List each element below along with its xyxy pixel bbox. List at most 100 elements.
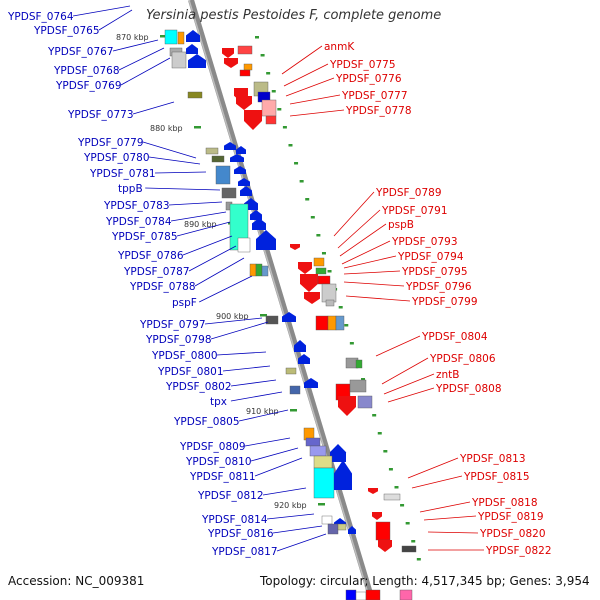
- gene-label-right[interactable]: YPDSF_0791: [381, 205, 448, 217]
- track-tick-mark: [255, 36, 259, 39]
- gene-label-right[interactable]: YPDSF_0813: [459, 453, 526, 465]
- track-tick-mark: [394, 486, 399, 489]
- gene-label-left[interactable]: YPDSF_0779: [77, 137, 144, 149]
- gene-label-left[interactable]: YPDSF_0780: [83, 152, 150, 164]
- label-leader-line: [176, 221, 231, 237]
- gene-label-left[interactable]: YPDSF_0764: [7, 11, 74, 23]
- gene-label-left[interactable]: YPDSF_0767: [47, 46, 114, 58]
- gene-label-right[interactable]: YPDSF_0818: [471, 497, 538, 509]
- gene-block: [327, 523, 339, 535]
- track-tick-mark: [310, 216, 315, 219]
- gene-label-left[interactable]: YPDSF_0798: [145, 334, 212, 346]
- gene-label-left[interactable]: YPDSF_0809: [179, 441, 246, 453]
- label-leader-line: [375, 335, 421, 357]
- gene-arrow: [298, 262, 312, 274]
- gene-label-left[interactable]: YPDSF_0817: [211, 546, 278, 558]
- gene-label-left[interactable]: pspF: [172, 297, 197, 309]
- kbp-scale-tick: [318, 503, 325, 506]
- gene-label-right[interactable]: pspB: [388, 219, 414, 231]
- label-leader-line: [170, 211, 227, 222]
- gene-label-right[interactable]: YPDSF_0819: [477, 511, 544, 523]
- gene-label-left[interactable]: YPDSF_0797: [139, 319, 206, 331]
- label-leader-line: [222, 365, 271, 372]
- gene-label-left[interactable]: YPDSF_0814: [201, 514, 268, 526]
- genome-backbone: [188, 0, 375, 600]
- gene-label-left[interactable]: YPDSF_0786: [117, 250, 184, 262]
- gene-arrow: [222, 48, 234, 58]
- gene-label-left[interactable]: YPDSF_0810: [185, 456, 252, 468]
- gene-label-right[interactable]: YPDSF_0777: [341, 90, 408, 102]
- gene-block: [309, 445, 327, 457]
- gene-label-right[interactable]: anmK: [324, 41, 355, 53]
- gene-block: [357, 395, 373, 409]
- gene-label-right[interactable]: YPDSF_0775: [329, 59, 396, 71]
- gene-label-right[interactable]: YPDSF_0799: [411, 296, 478, 308]
- gene-label-left[interactable]: YPDSF_0784: [105, 216, 172, 228]
- gene-label-left[interactable]: YPDSF_0781: [89, 168, 156, 180]
- track-tick-mark: [372, 414, 377, 417]
- gene-label-left[interactable]: YPDSF_0785: [111, 231, 178, 243]
- gene-label-left[interactable]: YPDSF_0816: [207, 528, 274, 540]
- label-leader-line: [343, 281, 405, 287]
- gene-label-left[interactable]: YPDSF_0800: [151, 350, 218, 362]
- gene-label-right[interactable]: YPDSF_0820: [479, 528, 546, 540]
- label-leader-line: [154, 171, 207, 174]
- gene-block: [237, 237, 251, 253]
- gene-arrow: [244, 110, 262, 130]
- label-leader-line: [339, 223, 387, 257]
- label-leader-line: [407, 457, 459, 479]
- track-tick-mark: [327, 270, 332, 273]
- gene-label-right[interactable]: YPDSF_0778: [345, 105, 412, 117]
- gene-label-left[interactable]: YPDSF_0788: [129, 281, 196, 293]
- gene-label-right[interactable]: YPDSF_0806: [429, 353, 496, 365]
- gene-label-left[interactable]: YPDSF_0768: [53, 65, 120, 77]
- label-leader-line: [285, 77, 335, 97]
- gene-label-left[interactable]: YPDSF_0769: [55, 80, 122, 92]
- gene-label-right[interactable]: YPDSF_0804: [421, 331, 488, 343]
- gene-arrow: [224, 142, 236, 150]
- label-leader-line: [132, 101, 175, 115]
- track-tick-mark: [361, 378, 366, 381]
- gene-arrow: [304, 292, 320, 304]
- gene-arrow: [236, 96, 252, 110]
- gene-label-right[interactable]: YPDSF_0789: [375, 187, 442, 199]
- track-tick-mark: [321, 252, 326, 255]
- gene-label-left[interactable]: YPDSF_0811: [189, 471, 256, 483]
- label-leader-line: [411, 475, 463, 489]
- gene-block: [321, 283, 337, 303]
- gene-label-left[interactable]: YPDSF_0812: [197, 490, 264, 502]
- gene-label-right[interactable]: YPDSF_0794: [397, 251, 464, 263]
- gene-label-right[interactable]: YPDSF_0776: [335, 73, 402, 85]
- label-leader-line: [343, 255, 397, 269]
- track-tick-mark: [349, 342, 354, 345]
- gene-label-left[interactable]: YPDSF_0805: [173, 416, 240, 428]
- gene-arrow: [348, 526, 356, 534]
- gene-label-left[interactable]: YPDSF_0802: [165, 381, 232, 393]
- gene-label-left[interactable]: YPDSF_0773: [67, 109, 134, 121]
- gene-block: [325, 299, 335, 307]
- gene-label-left[interactable]: YPDSF_0783: [103, 200, 170, 212]
- gene-arrow: [256, 230, 276, 250]
- gene-label-left[interactable]: YPDSF_0787: [123, 266, 190, 278]
- gene-label-right[interactable]: YPDSF_0815: [463, 471, 530, 483]
- gene-label-left[interactable]: YPDSF_0801: [157, 366, 224, 378]
- gene-arrow: [234, 166, 246, 174]
- gene-block: [327, 315, 337, 331]
- gene-label-right[interactable]: YPDSF_0822: [485, 545, 552, 557]
- label-leader-line: [383, 373, 435, 395]
- genome-title: Yersinia pestis Pestoides F, complete ge…: [146, 8, 442, 23]
- gene-block: [261, 265, 269, 277]
- gene-label-right[interactable]: YPDSF_0796: [405, 281, 472, 293]
- gene-label-left[interactable]: YPDSF_0765: [33, 25, 100, 37]
- track-tick-mark: [344, 324, 349, 327]
- gene-label-left[interactable]: tpx: [210, 396, 227, 408]
- gene-label-right[interactable]: YPDSF_0795: [401, 266, 468, 278]
- gene-block: [335, 315, 345, 331]
- gene-label-left[interactable]: tppB: [118, 183, 143, 195]
- gene-arrow: [368, 488, 378, 494]
- gene-label-right[interactable]: YPDSF_0808: [435, 383, 502, 395]
- gene-label-right[interactable]: YPDSF_0793: [391, 236, 458, 248]
- gene-label-right[interactable]: zntB: [436, 369, 460, 381]
- label-leader-line: [120, 57, 171, 86]
- track-tick-mark: [282, 126, 287, 129]
